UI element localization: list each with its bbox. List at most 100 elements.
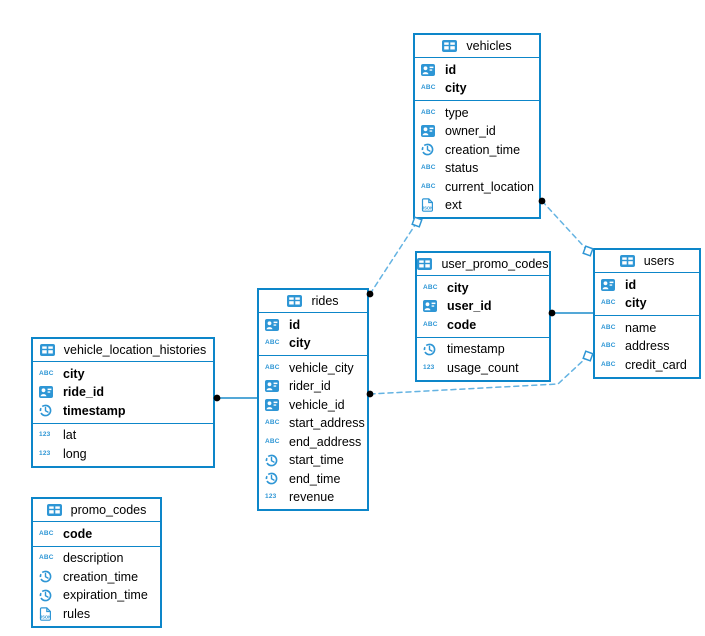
table-header-user_promo_codes[interactable]: user_promo_codes [417, 253, 549, 276]
field-row-user_id: user_id [417, 297, 549, 316]
field-row-expiration_time: expiration_time [33, 586, 160, 605]
field-name: name [625, 320, 657, 335]
id-badge-icon [265, 398, 284, 411]
field-name: address [625, 339, 670, 354]
table-icon [442, 40, 461, 52]
string-icon: ABC [601, 360, 616, 368]
relationship-edge-vehicles-users [541, 200, 589, 252]
field-name: city [625, 296, 647, 311]
fields-section: 123 lat 123 long [33, 422, 213, 466]
field-name: end_time [289, 471, 341, 486]
string-icon: ABC [265, 437, 280, 445]
svg-text:JSON: JSON [40, 614, 51, 619]
field-name: revenue [289, 490, 335, 505]
field-row-rider_id: rider_id [259, 377, 367, 396]
field-name: timestamp [447, 342, 505, 357]
field-name: city [63, 366, 85, 381]
string-icon: ABC [265, 339, 280, 346]
id-badge-icon [265, 380, 284, 393]
string-icon: ABC [421, 84, 436, 91]
field-row-end_time: end_time [259, 470, 367, 489]
table-header-users[interactable]: users [595, 250, 699, 273]
field-row-ride_id: ride_id [33, 383, 213, 402]
id-badge-icon [421, 125, 440, 138]
table-icon [417, 258, 436, 270]
field-name: start_address [289, 416, 365, 431]
field-row-name: ABC name [595, 319, 699, 338]
field-name: lat [63, 428, 77, 443]
field-row-city: ABC city [595, 294, 699, 313]
field-name: id [289, 317, 301, 332]
integer-icon: 123 [39, 431, 51, 438]
field-name: city [445, 81, 467, 96]
svg-text:JSON: JSON [422, 206, 433, 211]
timestamp-icon [423, 343, 442, 356]
field-name: id [445, 62, 457, 77]
integer-icon: 123 [39, 449, 51, 457]
field-row-city: ABC city [33, 365, 213, 384]
json-icon: JSON [39, 607, 58, 621]
relationship-square-marker [582, 245, 594, 257]
field-row-creation_time: creation_time [33, 568, 160, 587]
field-name: long [63, 446, 87, 461]
field-name: code [447, 317, 477, 332]
string-icon: ABC [39, 369, 54, 377]
table-header-promo_codes[interactable]: promo_codes [33, 499, 160, 522]
string-icon: ABC [601, 323, 616, 331]
field-name: timestamp [63, 403, 126, 418]
table-header-vehicles[interactable]: vehicles [415, 35, 539, 58]
table-header-rides[interactable]: rides [259, 290, 367, 313]
field-name: creation_time [63, 569, 139, 584]
field-name: city [447, 280, 469, 295]
id-badge-icon [39, 386, 58, 399]
integer-icon: 123 [423, 363, 435, 371]
field-name: ext [445, 198, 462, 213]
string-icon: ABC [601, 299, 616, 306]
field-name: current_location [445, 179, 534, 194]
field-name: vehicle_id [289, 397, 345, 412]
timestamp-icon [39, 589, 58, 602]
field-row-timestamp: timestamp [417, 340, 549, 359]
field-row-owner_id: owner_id [415, 122, 539, 141]
field-name: code [63, 526, 93, 541]
field-row-ext: JSON ext [415, 196, 539, 215]
field-row-creation_time: creation_time [415, 141, 539, 160]
field-name: creation_time [445, 142, 521, 157]
field-name: type [445, 105, 469, 120]
field-row-long: 123 long [33, 445, 213, 464]
string-icon: ABC [421, 164, 436, 171]
timestamp-icon [421, 143, 440, 156]
string-icon: ABC [265, 363, 280, 371]
field-name: rider_id [289, 379, 331, 394]
field-row-code: ABC code [417, 316, 549, 335]
string-icon: ABC [423, 320, 438, 328]
field-name: city [289, 336, 311, 351]
timestamp-icon [39, 570, 58, 583]
table-header-vehicle_location_histories[interactable]: vehicle_location_histories [33, 339, 213, 362]
timestamp-icon [265, 454, 284, 467]
